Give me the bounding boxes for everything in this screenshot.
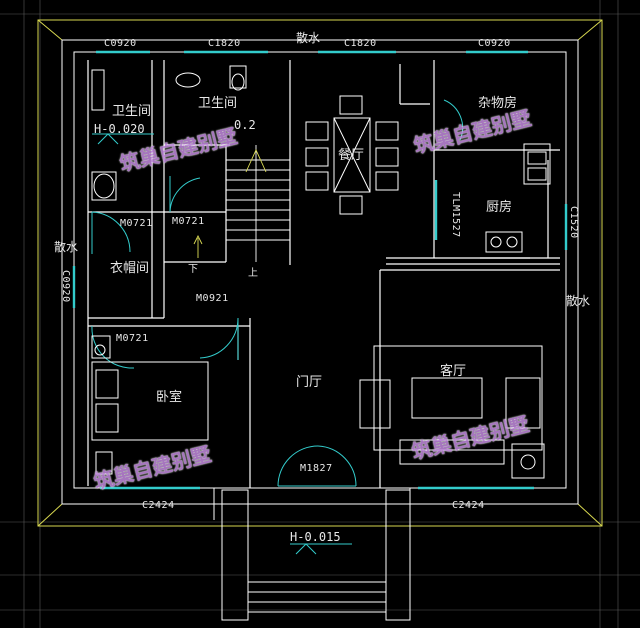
window-top-2: C1820: [208, 38, 241, 49]
stairs: [193, 145, 290, 262]
room-dining: 餐厅: [338, 148, 365, 163]
door-bath-label: M0721: [172, 216, 205, 227]
window-left: C0920: [60, 270, 71, 303]
window-top-4: C0920: [478, 38, 511, 49]
room-kitchen: 厨房: [486, 200, 513, 215]
interior-walls: [87, 60, 560, 488]
room-storage: 杂物房: [478, 96, 518, 111]
entrance-steps: [221, 489, 411, 621]
dining-set: [305, 95, 399, 215]
level-bath: H-0.020: [94, 122, 145, 136]
room-bath-center: 卫生间: [198, 96, 238, 111]
window-bottom-2: C2424: [452, 500, 485, 511]
door-hall-label: M0921: [196, 293, 229, 304]
apron-top-label: 散水: [296, 31, 321, 45]
axis-frame: [37, 19, 603, 527]
window-top-3: C1820: [344, 38, 377, 49]
level-entrance: H-0.015: [290, 530, 341, 544]
door-sliding-label: TLM1527: [450, 192, 461, 238]
door-bed-label: M0721: [116, 333, 149, 344]
room-bath-left: 卫生间: [112, 104, 152, 119]
doors: [91, 99, 464, 487]
window-bottom-1: C2424: [142, 500, 175, 511]
door-cloak-label: M0721: [120, 218, 153, 229]
room-cloakroom: 衣帽间: [110, 261, 150, 276]
window-right: C1520: [568, 206, 579, 239]
living-furniture: [359, 345, 545, 479]
stair-up-label: 上: [248, 268, 258, 279]
room-living: 客厅: [440, 364, 467, 379]
bath-fixtures: [91, 65, 247, 201]
apron-right-label: 散水: [566, 294, 591, 308]
room-bedroom: 卧室: [156, 390, 183, 405]
windows: [72, 50, 568, 490]
window-top-1: C0920: [104, 38, 137, 49]
level-bath-center: 0.2: [234, 118, 256, 132]
stair-down-label: 下: [188, 264, 198, 275]
level-markers: [92, 133, 352, 555]
bed: [91, 335, 209, 475]
room-foyer: 门厅: [296, 375, 323, 390]
apron-left-label: 散水: [54, 240, 79, 254]
door-entrance-label: M1827: [300, 463, 333, 474]
kitchen-fixtures: [485, 143, 551, 253]
